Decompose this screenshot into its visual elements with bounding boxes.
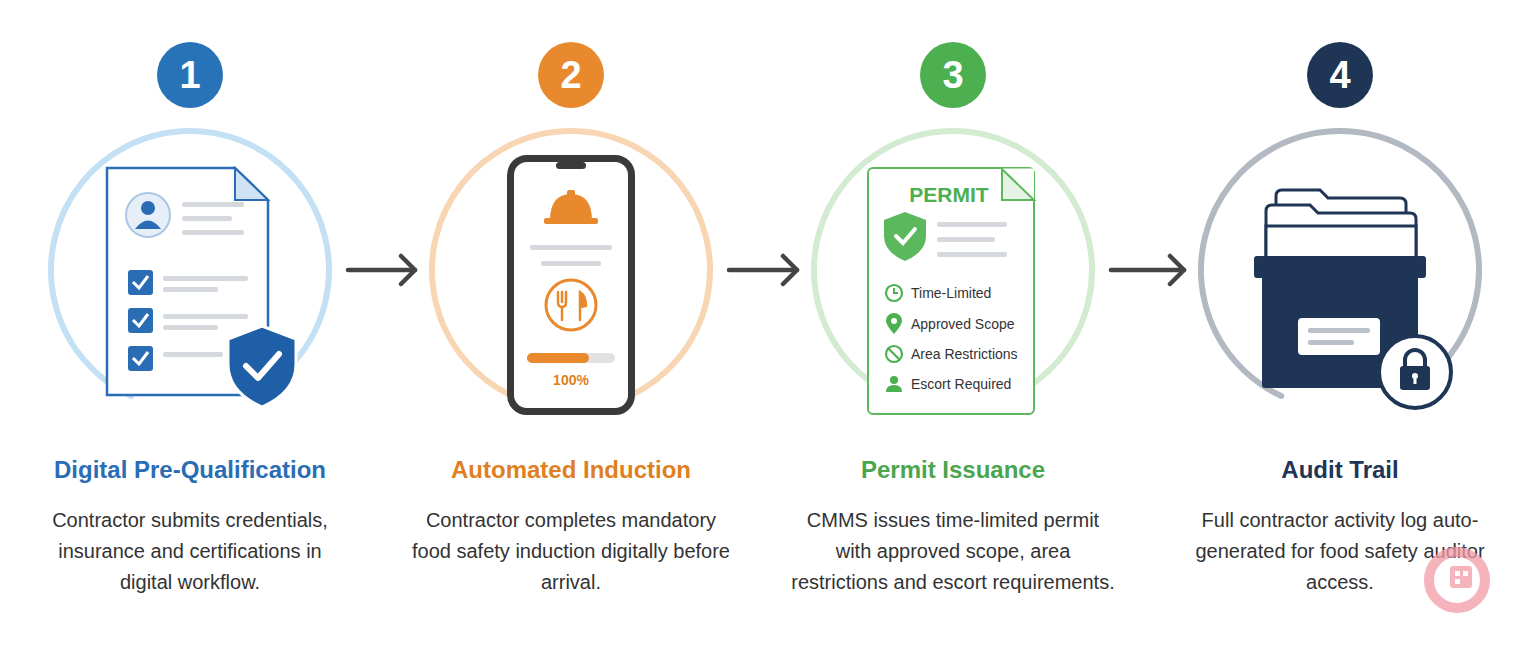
- step-ring: Automated InductionContractor completes …: [429, 128, 713, 412]
- step-badge: 4: [1307, 42, 1373, 108]
- step-ring: Audit TrailFull contractor activity log …: [1198, 128, 1482, 412]
- permit-heading: PERMIT: [869, 183, 1029, 207]
- ring-outline: [48, 128, 332, 412]
- document-icon: [107, 168, 296, 407]
- permit-condition: Area Restrictions: [911, 345, 1033, 363]
- archive-icon: [1254, 190, 1451, 408]
- step-badge: 1: [157, 42, 223, 108]
- step-ring: Permit IssuanceCMMS issues time-limited …: [811, 128, 1095, 412]
- flow-arrow: [1111, 256, 1184, 284]
- step-badge: 3: [920, 42, 986, 108]
- step-title: Audit Trail: [1120, 456, 1536, 484]
- step-description: Full contractor activity log auto-genera…: [1190, 505, 1490, 598]
- step-description: CMMS issues time-limited permit with app…: [788, 505, 1118, 598]
- step-ring: Digital Pre-QualificationContractor subm…: [48, 128, 332, 412]
- permit-condition: Approved Scope: [911, 315, 1033, 333]
- step-description: Contractor completes mandatory food safe…: [411, 505, 731, 598]
- step-number: 3: [920, 42, 986, 108]
- permit-document: PERMIT Time-LimitedApproved ScopeArea Res…: [867, 167, 1035, 415]
- progress-label: 100%: [514, 372, 628, 388]
- step-number: 1: [157, 42, 223, 108]
- step-badge: 2: [538, 42, 604, 108]
- flow-arrow: [348, 256, 415, 284]
- flow-arrow: [729, 256, 797, 284]
- step-number: 2: [538, 42, 604, 108]
- watermark-logo: [1429, 552, 1485, 608]
- step-title: Digital Pre-Qualification: [0, 456, 410, 484]
- phone-screen: 100%: [507, 155, 635, 415]
- permit-condition: Time-Limited: [911, 284, 1033, 302]
- step-title: Automated Induction: [351, 456, 791, 484]
- permit-icons: [884, 169, 1034, 393]
- step-title: Permit Issuance: [733, 456, 1173, 484]
- ring-outline: [1198, 128, 1482, 412]
- step-description: Contractor submits credentials, insuranc…: [35, 505, 345, 598]
- step-number: 4: [1307, 42, 1373, 108]
- permit-condition: Escort Required: [911, 375, 1033, 393]
- phone-icons: [527, 162, 615, 363]
